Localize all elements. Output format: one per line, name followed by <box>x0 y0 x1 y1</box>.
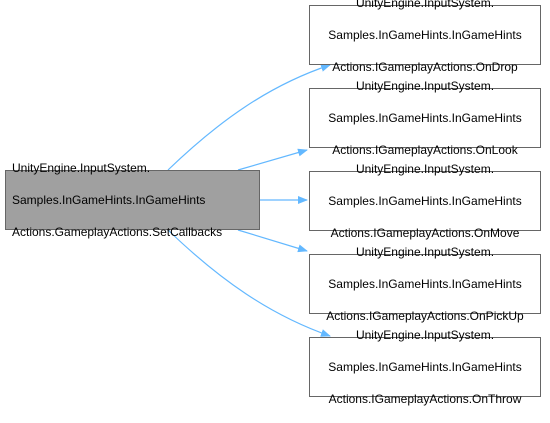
target-node-line3: Actions.IGameplayActions.OnDrop <box>332 60 518 74</box>
source-node-line2: Samples.InGameHints.InGameHints <box>12 193 206 207</box>
target-node-line3: Actions.IGameplayActions.OnLook <box>332 143 518 157</box>
target-node-line1: UnityEngine.InputSystem. <box>355 162 495 176</box>
source-node-line3: Actions.GameplayActions.SetCallbacks <box>12 225 223 239</box>
target-node-line2: Samples.InGameHints.InGameHints <box>328 28 522 42</box>
target-node-line2: Samples.InGameHints.InGameHints <box>328 194 522 208</box>
target-node-onthrow[interactable]: UnityEngine.InputSystem. Samples.InGameH… <box>309 328 541 406</box>
call-graph-edges <box>167 64 331 337</box>
target-node-ondrop[interactable]: UnityEngine.InputSystem. Samples.InGameH… <box>309 0 541 74</box>
target-node-onpickup[interactable]: UnityEngine.InputSystem. Samples.InGameH… <box>309 245 541 323</box>
target-node-line2: Samples.InGameHints.InGameHints <box>328 111 522 125</box>
target-node-line3: Actions.IGameplayActions.OnPickUp <box>326 309 524 323</box>
edge-to-ondrop <box>167 64 331 171</box>
target-node-line1: UnityEngine.InputSystem. <box>355 328 495 342</box>
target-node-line3: Actions.IGameplayActions.OnThrow <box>328 392 522 406</box>
edge-to-onlook <box>237 148 308 171</box>
target-node-line2: Samples.InGameHints.InGameHints <box>328 277 522 291</box>
target-node-line1: UnityEngine.InputSystem. <box>355 245 495 259</box>
target-node-line1: UnityEngine.InputSystem. <box>355 0 495 10</box>
edge-to-onthrow <box>167 229 331 337</box>
target-node-line3: Actions.IGameplayActions.OnMove <box>330 226 520 240</box>
source-node-line1: UnityEngine.InputSystem. <box>12 161 151 175</box>
target-node-line1: UnityEngine.InputSystem. <box>355 79 495 93</box>
target-node-onmove[interactable]: UnityEngine.InputSystem. Samples.InGameH… <box>309 162 541 240</box>
source-node-setcallbacks: UnityEngine.InputSystem. Samples.InGameH… <box>5 161 260 239</box>
edge-to-onpickup <box>237 229 308 253</box>
target-node-line2: Samples.InGameHints.InGameHints <box>328 360 522 374</box>
target-node-onlook[interactable]: UnityEngine.InputSystem. Samples.InGameH… <box>309 79 541 157</box>
